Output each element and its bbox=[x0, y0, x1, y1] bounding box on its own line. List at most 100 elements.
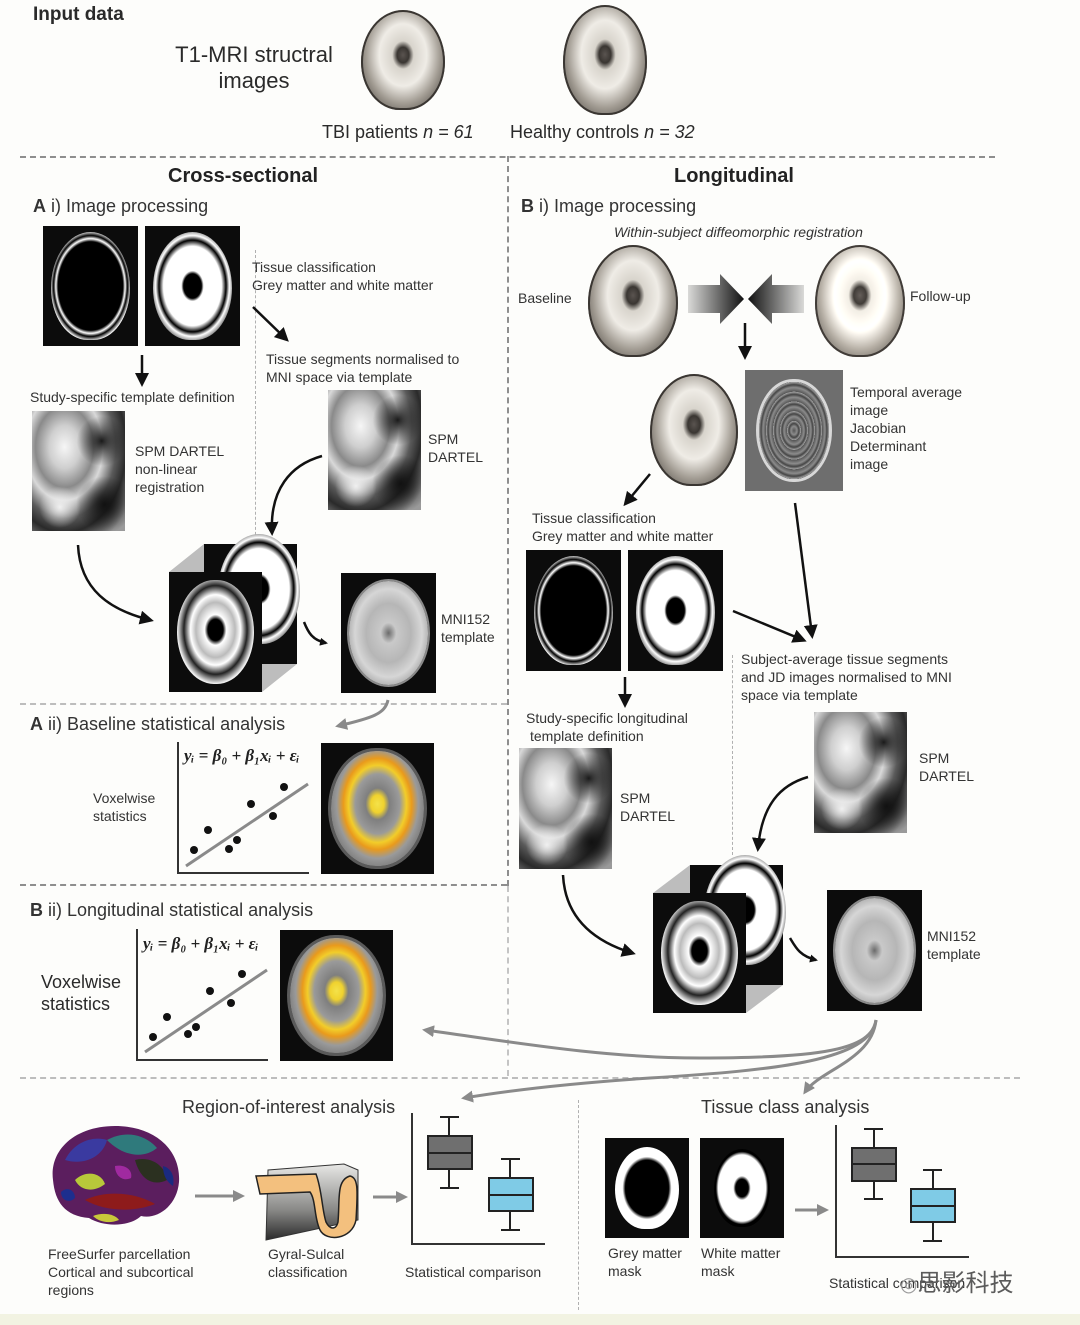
grey-mask-line2: mask bbox=[608, 1263, 642, 1279]
input-heading: Input data bbox=[33, 4, 124, 25]
temporal-line1: Temporal average bbox=[850, 384, 963, 400]
bii-voxelwise-line1: Voxelwise bbox=[41, 972, 122, 992]
freesurfer-sub1: Cortical and subcortical bbox=[48, 1264, 194, 1280]
long-dartel-a-line1: SPM bbox=[620, 790, 651, 806]
arrow-average-to-classification bbox=[623, 473, 651, 507]
longitudinal-title: Longitudinal bbox=[674, 165, 794, 187]
modality-label-line1: T1-MRI structral bbox=[175, 42, 333, 67]
roi-box1-lower-whisker bbox=[448, 1170, 450, 1188]
footer-bar bbox=[0, 1314, 1080, 1325]
roi-box2-upper-whisker bbox=[509, 1158, 511, 1178]
bii-regression-line bbox=[144, 968, 268, 1054]
aii-statistical-map bbox=[321, 743, 434, 874]
roi-title: Region-of-interest analysis bbox=[182, 1097, 396, 1117]
tissue-box2-lower-whisker bbox=[932, 1223, 934, 1241]
divider-aii bbox=[20, 703, 507, 705]
bii-point bbox=[149, 1033, 157, 1041]
baseline-mri-image bbox=[588, 245, 678, 357]
long-grey-matter-segment bbox=[526, 550, 621, 671]
freesurfer-line1: FreeSurfer parcellation bbox=[48, 1246, 191, 1262]
long-dartel-a-line2: DARTEL bbox=[620, 808, 675, 824]
arrow-mni-to-bii bbox=[422, 1019, 878, 1060]
template-definition-label: Study-specific template definition bbox=[30, 389, 235, 405]
long-dartel-b-line2: DARTEL bbox=[919, 768, 974, 784]
tbi-label-text: TBI patients bbox=[322, 122, 419, 142]
jacobian-determinant-image bbox=[745, 370, 843, 491]
temporal-line2: image bbox=[850, 402, 889, 418]
registration-label: Within-subject diffeomorphic registratio… bbox=[614, 224, 863, 240]
bii-letter: B bbox=[30, 900, 43, 920]
roi-box2-lower-cap bbox=[501, 1229, 520, 1231]
arrow-jd-to-normalised bbox=[793, 502, 818, 639]
tissue-box1-upper-whisker bbox=[873, 1128, 875, 1148]
dartel-line1: SPM bbox=[428, 431, 459, 447]
aii-heading: A ii) Baseline statistical analysis bbox=[30, 714, 285, 736]
tissue-boxplot-axes bbox=[835, 1125, 969, 1258]
aii-point bbox=[225, 845, 233, 853]
long-template-stack-front bbox=[653, 893, 746, 1013]
dartel-reg-line3: registration bbox=[135, 479, 205, 495]
white-matter-mask-image bbox=[700, 1138, 784, 1238]
roi-box1-upper-whisker bbox=[448, 1116, 450, 1136]
roi-box2-lower-whisker bbox=[509, 1212, 511, 1230]
tissue-box2-lower-cap bbox=[923, 1240, 942, 1242]
tbi-mri-image bbox=[361, 10, 445, 110]
dartel-line2: DARTEL bbox=[428, 449, 483, 465]
tissue-stat-comparison: Statistical comparison bbox=[829, 1275, 966, 1291]
control-group-label: Healthy controls n = 32 bbox=[510, 122, 695, 144]
bii-point bbox=[206, 987, 214, 995]
tissue-box2-upper-whisker bbox=[932, 1169, 934, 1189]
bii-point bbox=[163, 1013, 171, 1021]
arrow-stack-to-mni bbox=[302, 621, 328, 646]
aii-letter: A bbox=[30, 714, 43, 734]
long-tissue-classification: Tissue classification bbox=[532, 510, 656, 526]
dartel-normalised-image bbox=[328, 390, 421, 510]
watermark-text: 思影科技 bbox=[917, 1270, 1014, 1297]
bii-point bbox=[192, 1023, 200, 1031]
white-mask-line2: mask bbox=[701, 1263, 735, 1279]
tbi-group-label: TBI patients n = 61 bbox=[322, 122, 474, 144]
divider-bottom bbox=[20, 1077, 1020, 1079]
temporal-average-image bbox=[650, 374, 738, 486]
arrow-mni-to-aii bbox=[335, 699, 390, 730]
tbi-n: n = 61 bbox=[423, 122, 474, 142]
roi-box1-median bbox=[428, 1152, 472, 1154]
jacobian-line3: image bbox=[850, 456, 889, 472]
dartel-reg-line1: SPM DARTEL bbox=[135, 443, 225, 459]
modality-label-line2: images bbox=[218, 68, 290, 93]
divider-bottom-center bbox=[578, 1100, 579, 1310]
ai-title: i) Image processing bbox=[51, 196, 209, 216]
arrow-mni-to-tissue bbox=[803, 1019, 878, 1095]
mni-line1: MNI152 bbox=[441, 611, 491, 627]
baseline-label: Baseline bbox=[518, 290, 572, 306]
tissue-segments-line1: Tissue segments normalised to bbox=[266, 351, 460, 367]
subject-average-line1: Subject-average tissue segments bbox=[741, 651, 948, 667]
dartel-reg-line2: non-linear bbox=[135, 461, 198, 477]
tissue-box1-upper-cap bbox=[864, 1128, 883, 1130]
white-matter-segment bbox=[145, 226, 240, 346]
roi-box2-median bbox=[489, 1194, 533, 1196]
roi-box1-upper-cap bbox=[440, 1116, 459, 1118]
followup-label: Follow-up bbox=[910, 288, 971, 304]
gyral-sulcal-image bbox=[226, 1160, 366, 1245]
jacobian-line2: Determinant bbox=[850, 438, 927, 454]
long-mni-line1: MNI152 bbox=[927, 928, 977, 944]
tissue-box1-median bbox=[852, 1163, 896, 1165]
bii-point bbox=[227, 999, 235, 1007]
freesurfer-sub2: regions bbox=[48, 1282, 94, 1298]
tissue-segments-line2: MNI space via template bbox=[266, 369, 413, 385]
aii-equation: yᵢ = β₀ + β₁xᵢ + εᵢ bbox=[184, 746, 300, 765]
arrow-mni-to-roi bbox=[461, 1019, 878, 1103]
divider-center-lower bbox=[507, 886, 509, 1076]
gyral-line1: Gyral-Sulcal bbox=[268, 1246, 345, 1262]
aii-regression-line bbox=[185, 782, 309, 868]
bi-title: i) Image processing bbox=[539, 196, 697, 216]
grey-matter-mask-image bbox=[605, 1138, 689, 1238]
jacobian-line1: Jacobian bbox=[850, 420, 907, 436]
roi-box1-lower-cap bbox=[440, 1187, 459, 1189]
aii-point bbox=[204, 826, 212, 834]
long-template-line2: template definition bbox=[530, 728, 644, 744]
bii-point bbox=[184, 1030, 192, 1038]
bii-equation: yᵢ = β₀ + β₁xᵢ + εᵢ bbox=[143, 934, 259, 953]
